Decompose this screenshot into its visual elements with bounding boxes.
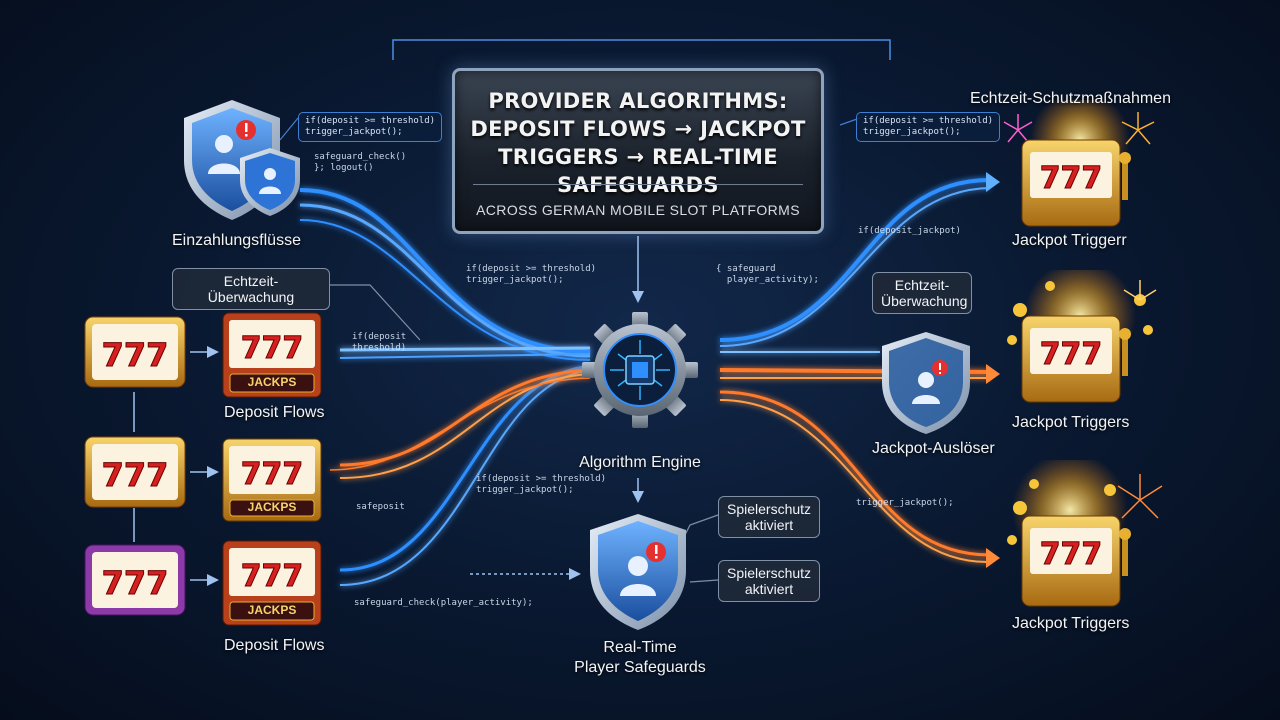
- safeguard-label-line: Player Safeguards: [574, 659, 706, 676]
- svg-text:777: 777: [102, 564, 169, 602]
- jackpot-ausloeser-label: Jackpot-Auslöser: [872, 440, 995, 457]
- code-snippet: if(deposit >= threshold) trigger_jackpot…: [856, 112, 1001, 142]
- svg-text:777: 777: [102, 336, 169, 374]
- slot-machine-icon: 777: [222, 438, 322, 522]
- safeguard-label: Real-Time Player Safeguards: [540, 638, 740, 678]
- code-snippet: trigger_jackpot();: [856, 498, 954, 508]
- echtzeit-ueberwachung-tag: Echtzeit-Überwachung: [172, 268, 330, 310]
- deposit-flows-label: Deposit Flows: [224, 637, 325, 654]
- tag-leader: [330, 284, 421, 341]
- shield-icon: [882, 332, 970, 434]
- algorithm-engine-label: Algorithm Engine: [579, 454, 701, 471]
- svg-text:777: 777: [1040, 537, 1103, 572]
- svg-text:777: 777: [241, 331, 304, 366]
- code-snippet: safeguard_check() }; logout(): [314, 152, 407, 173]
- code-snippet: if(deposit threshold): [352, 332, 407, 353]
- divider: [473, 184, 803, 185]
- top-bracket: [392, 39, 891, 60]
- svg-text:777: 777: [241, 559, 304, 594]
- title-line: TRIGGERS → REAL-TIME SAFEGUARDS: [498, 145, 778, 197]
- jackpot-banner: JACKPS: [247, 500, 297, 514]
- blue-flow-streams-right: [719, 178, 991, 353]
- code-snippet: if(deposit >= threshold) trigger_jackpot…: [476, 474, 607, 495]
- shield-icon: [590, 514, 686, 630]
- gear-icon: [582, 312, 698, 428]
- jackpot-banner: JACKPS: [247, 375, 297, 389]
- orange-flow-streams-left: [329, 368, 591, 479]
- page-title: PROVIDER ALGORITHMS: DEPOSIT FLOWS → JAC…: [455, 87, 821, 199]
- code-snippet: if(deposit >= threshold) trigger_jackpot…: [298, 112, 443, 142]
- jackpot-machine-icon: 777: [1003, 100, 1155, 227]
- jackpot-trigger-label: Jackpot Triggerr: [1012, 232, 1127, 249]
- blue-flow-streams-left: [299, 188, 591, 586]
- jackpot-banner: JACKPS: [247, 603, 297, 617]
- spielerschutz-tag: Spielerschutz aktiviert: [718, 560, 820, 602]
- jackpot-machine-icon: 777: [1007, 270, 1157, 403]
- einzahlungsfluesse-label: Einzahlungsflüsse: [172, 232, 301, 249]
- slot-reel-icon: 777: [84, 436, 186, 508]
- title-line: PROVIDER ALGORITHMS:: [488, 89, 788, 113]
- shield-icon: [184, 100, 300, 220]
- code-snippet: safeposit: [356, 502, 405, 512]
- svg-text:777: 777: [1040, 161, 1103, 196]
- arrowhead: [986, 548, 1000, 568]
- code-snippet: if(deposit >= threshold) trigger_jackpot…: [466, 264, 597, 285]
- svg-text:777: 777: [102, 456, 169, 494]
- deposit-flows-label: Deposit Flows: [224, 404, 325, 421]
- schutzmassnahmen-label: Echtzeit-Schutzmaßnahmen: [970, 90, 1171, 107]
- code-leader: [279, 117, 299, 141]
- safeguard-label-line: Real-Time: [603, 639, 677, 656]
- code-snippet: { safeguard player_activity);: [716, 264, 819, 285]
- slot-machine-icon: 777: [222, 540, 322, 626]
- jackpot-trigger-label: Jackpot Triggers: [1012, 615, 1130, 632]
- code-snippet: if(deposit_jackpot): [858, 226, 961, 236]
- echtzeit-ueberwachung-tag: Echtzeit- Überwachung: [872, 272, 972, 314]
- title-line: DEPOSIT FLOWS → JACKPOT: [470, 117, 806, 141]
- code-snippet: safeguard_check(player_activity);: [354, 598, 533, 608]
- tag-leader: [689, 579, 719, 583]
- title-panel: PROVIDER ALGORITHMS: DEPOSIT FLOWS → JAC…: [452, 68, 824, 234]
- arrowhead: [986, 172, 1000, 192]
- svg-text:777: 777: [1040, 337, 1103, 372]
- slot-machine-icon: 777: [222, 312, 322, 398]
- spielerschutz-tag: Spielerschutz aktiviert: [718, 496, 820, 538]
- arrowhead: [986, 364, 1000, 384]
- jackpot-trigger-label: Jackpot Triggers: [1012, 414, 1130, 431]
- slot-reel-icon: 777: [84, 316, 186, 388]
- svg-text:777: 777: [241, 457, 304, 492]
- jackpot-machine-icon: 777: [1007, 460, 1163, 607]
- slot-reel-icon: 777: [84, 544, 186, 616]
- subtitle: ACROSS GERMAN MOBILE SLOT PLATFORMS: [476, 202, 800, 218]
